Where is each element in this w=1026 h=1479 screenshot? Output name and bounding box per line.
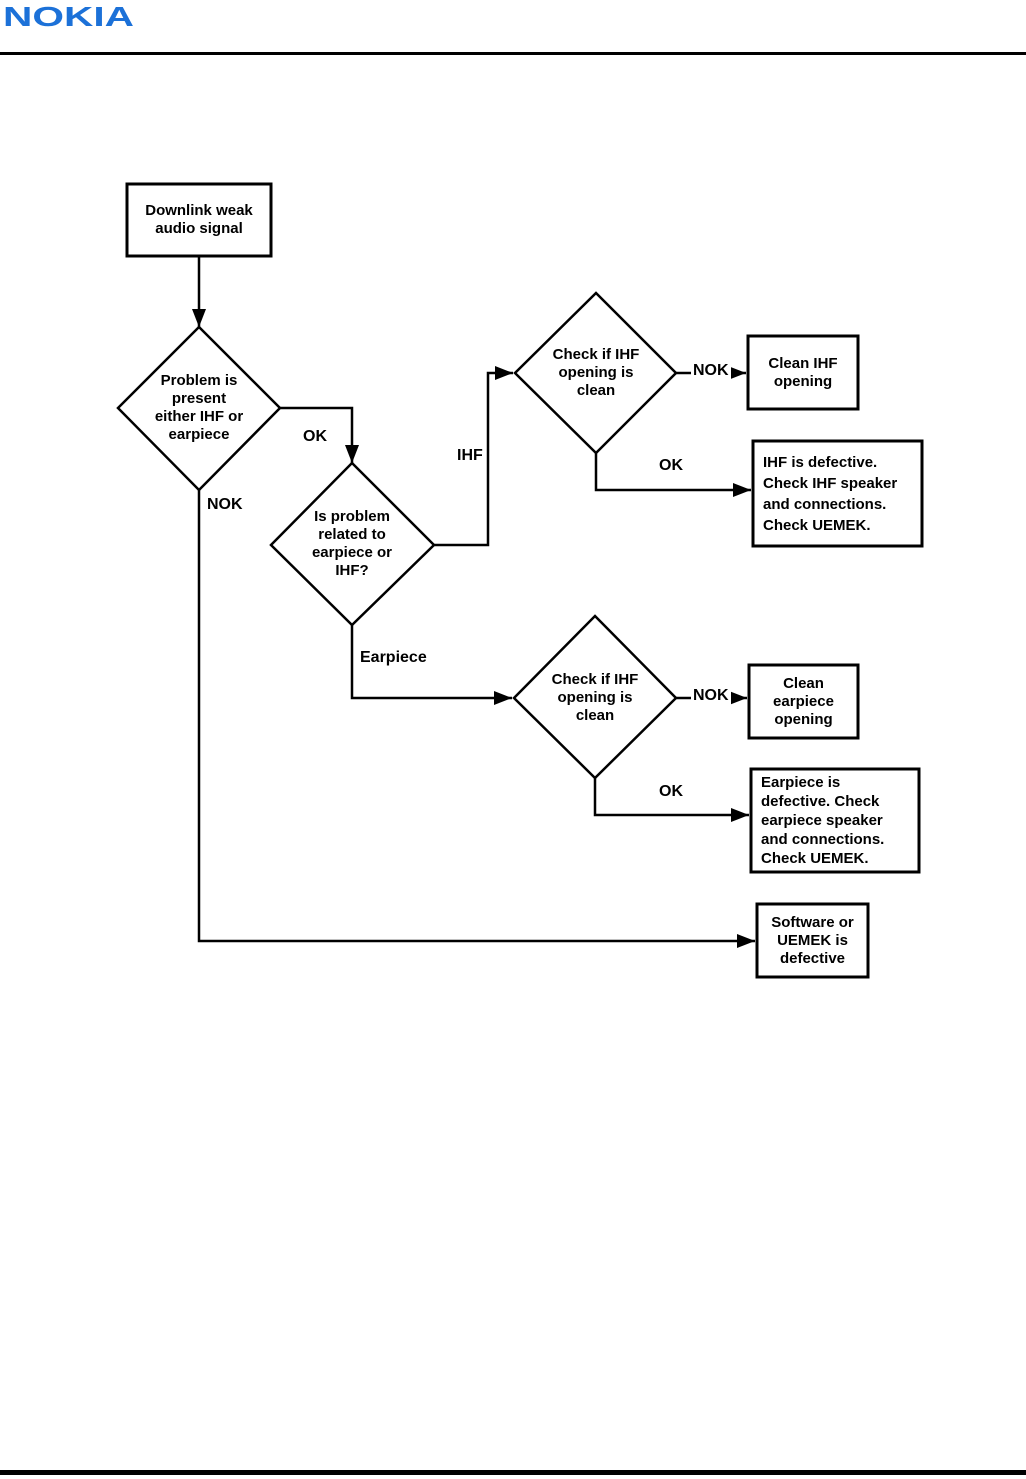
edge-label-nok-clean-ihf: NOK <box>691 362 731 380</box>
start-box-label: Downlink weak audio signal <box>145 202 253 237</box>
start-box-shape <box>125 182 273 258</box>
box-clean-earpiece-shape <box>747 663 860 740</box>
header-rule <box>0 52 1026 55</box>
edge-label-earpiece-branch: Earpiece <box>360 649 427 666</box>
box-ihf-defective-label: IHF is defective. Check IHF speaker and … <box>763 453 898 534</box>
nokia-logo-svg: NOKIA <box>3 1 134 32</box>
box-ihf-defective-shape <box>751 439 924 548</box>
edge-label-ok-ihf-defective: OK <box>659 457 683 474</box>
decision-earpiece-opening-clean-shape <box>512 614 678 780</box>
decision-problem-present-shape <box>116 325 282 492</box>
decision-problem-present-label: Problem is present either IHF or earpiec… <box>154 372 244 443</box>
flow-nodes <box>116 182 924 979</box>
box-software-defective-shape <box>755 902 870 979</box>
edge-label-nok-clean-earpiece: NOK <box>691 687 731 705</box>
edge-label-ihf-branch: IHF <box>457 447 483 464</box>
footer-rule <box>0 1470 1026 1475</box>
edge-ihf-branch <box>434 366 513 547</box>
box-clean-ihf-shape <box>746 334 860 411</box>
edge-earpiece-branch <box>350 625 512 705</box>
edge-label-ok-earpiece-defective: OK <box>659 783 683 800</box>
edge-ok-to-ihf-defective <box>594 453 751 497</box>
decision-earpiece-opening-clean-label: Check if IHF opening is clean <box>551 671 639 724</box>
box-clean-earpiece-label: Clean earpiece opening <box>773 674 834 728</box>
box-clean-ihf-label: Clean IHF opening <box>768 354 838 390</box>
edge-label-nok-to-software: NOK <box>207 496 243 513</box>
edge-ok-to-related <box>280 406 359 463</box>
box-earpiece-defective-label: Earpiece is defective. Check earpiece sp… <box>761 774 885 867</box>
box-earpiece-defective-shape <box>749 767 921 874</box>
edge-label-ok-to-related: OK <box>303 428 327 445</box>
nokia-logo: NOKIA <box>3 1 143 36</box>
edge-nok-to-software <box>197 490 755 948</box>
decision-ihf-opening-clean-shape <box>513 291 678 455</box>
box-software-defective-label: Software or UEMEK is defective <box>771 913 854 967</box>
decision-problem-related-label: Is problem related to earpiece or IHF? <box>311 508 393 579</box>
decision-problem-related-shape <box>269 461 436 627</box>
decision-ihf-opening-clean-label: Check if IHF opening is clean <box>552 346 640 399</box>
flow-connectors <box>192 256 755 948</box>
edge-ok-to-earpiece-defective <box>593 778 749 822</box>
nokia-logo-text: NOKIA <box>3 1 134 31</box>
